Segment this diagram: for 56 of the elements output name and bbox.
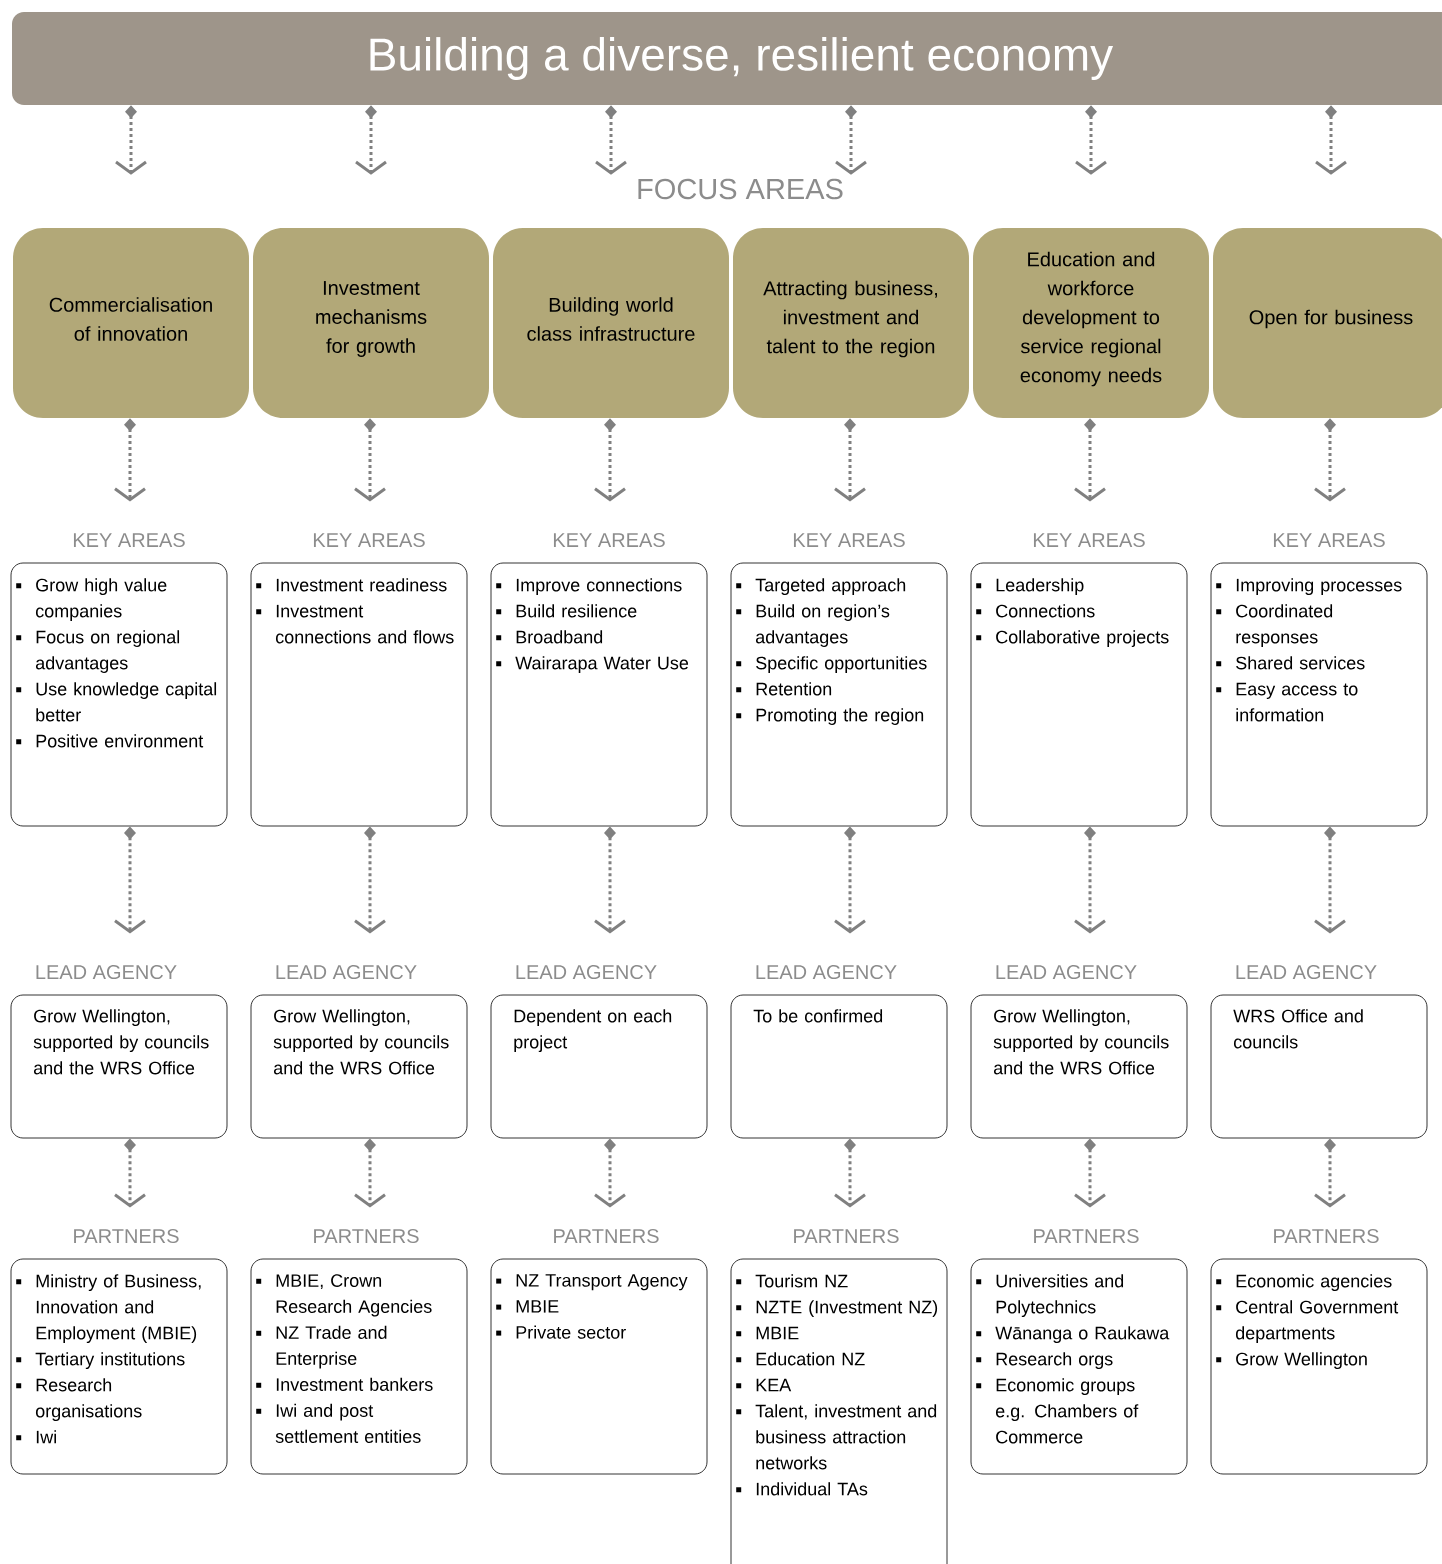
arrow [1074,418,1106,502]
node-label: KEY AREAS [1033,532,1145,548]
lead-agency-box: LEAD AGENCY Grow Wellington, supported by councils and the WRS Office [250,964,468,1139]
lead-agency-box: LEAD AGENCY WRS Office and councils [1210,964,1428,1139]
node-label: LEAD AGENCY [996,964,1137,980]
lead-agency-box: LEAD AGENCY Grow Wellington, supported by councils and the WRS Office [10,964,228,1139]
focus-area-box: Open for business [1213,228,1442,418]
node-label: PARTNERS [74,1228,179,1244]
arrow [355,105,387,175]
arrow [595,105,627,175]
focus-area-box: Building world class infrastructure [493,228,729,418]
node-label: KEY AREAS [1273,532,1385,548]
bullet-list-box: KEY AREAS Investment readiness Investment connections and flows [250,532,468,827]
section-heading: FOCUS AREAS [638,178,843,200]
node-label: PARTNERS [314,1228,419,1244]
node-label: LEAD AGENCY [276,964,417,980]
node-label: LEAD AGENCY [516,964,657,980]
focus-area-box: Attracting business, investment and talent to the region [733,228,969,418]
bullet-list-box: KEY AREAS Grow high value companies Focus on regional advantages Use knowledge capital better Positive environment [10,532,228,827]
focus-area-box: Commercialisation of innovation [13,228,249,418]
bullet-list-box: PARTNERS MBIE, Crown Research Agencies NZ Trade and Enterprise Investment bankers Iwi and post settlement entities [250,1228,468,1475]
lead-agency-box: LEAD AGENCY Grow Wellington, supported by councils and the WRS Office [970,964,1188,1139]
node-label: KEY AREAS [313,532,425,548]
node-label: LEAD AGENCY [36,964,177,980]
bullet-list-box: KEY AREAS Targeted approach Build on region’s advantages Specific opportunities Retention Promoting the region [730,532,948,827]
bullet-list-box: PARTNERS Economic agencies Central Government departments Grow Wellington [1210,1228,1428,1475]
node-label: KEY AREAS [73,532,185,548]
arrow [115,105,147,175]
bullet-list-box: KEY AREAS Improve connections Build resilience Broadband Wairarapa Water Use [490,532,708,827]
bullet-list-box: KEY AREAS Leadership Connections Collaborative projects [970,532,1188,827]
arrow [114,418,146,502]
node-label: PARTNERS [1034,1228,1139,1244]
arrow [1315,105,1347,175]
bullet-list-box: PARTNERS Universities and Polytechnics Wānanga o Raukawa Research orgs Economic groups e.g. Chambers of Commerce [970,1228,1188,1475]
node-label: LEAD AGENCY [756,964,897,980]
node-label: PARTNERS [1274,1228,1379,1244]
node-label: KEY AREAS [553,532,665,548]
title-banner: Building a diverse, resilient economy [12,12,1442,105]
arrow [1314,418,1346,502]
arrow [835,105,867,175]
bullet-list-box: PARTNERS NZ Transport Agency MBIE Private sector [490,1228,708,1475]
arrow [1075,105,1107,175]
lead-agency-box: LEAD AGENCY To be confirmed [730,964,948,1139]
node-label: PARTNERS [794,1228,899,1244]
bullet-list-box: KEY AREAS Improving processes Coordinated responses Shared services Easy access to information [1210,532,1428,827]
bullet-list-box: PARTNERS Ministry of Business, Innovation and Employment (MBIE) Tertiary institutions Research organisations Iwi [10,1228,228,1475]
arrow [594,418,626,502]
lead-agency-box: LEAD AGENCY Dependent on each project [490,964,708,1139]
bullet-list-box: PARTNERS Tourism NZ NZTE (Investment NZ) MBIE Education NZ KEA Talent, investment and business attraction networks Individual TAs [730,1228,948,1564]
node-label: LEAD AGENCY [1236,964,1377,980]
node-label: PARTNERS [554,1228,659,1244]
focus-area-box: Investment mechanisms for growth [253,228,489,418]
node-label: KEY AREAS [793,532,905,548]
arrow [354,418,386,502]
arrow [834,418,866,502]
focus-area-box: Education and workforce development to service regional economy needs [973,228,1209,418]
